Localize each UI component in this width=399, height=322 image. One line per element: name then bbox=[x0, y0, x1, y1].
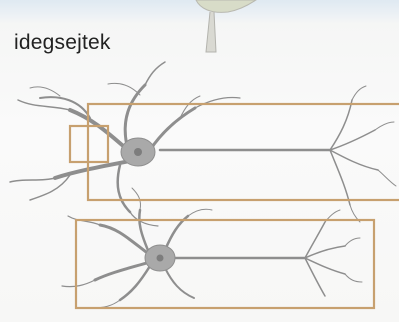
figure-title: idegsejtek bbox=[14, 31, 111, 55]
neuron-2 bbox=[62, 188, 362, 308]
neuron-1 bbox=[10, 62, 396, 226]
neuron-1-nucleus bbox=[134, 148, 142, 156]
neuron-2-nucleus bbox=[157, 255, 164, 262]
top-illustration bbox=[196, 0, 256, 52]
